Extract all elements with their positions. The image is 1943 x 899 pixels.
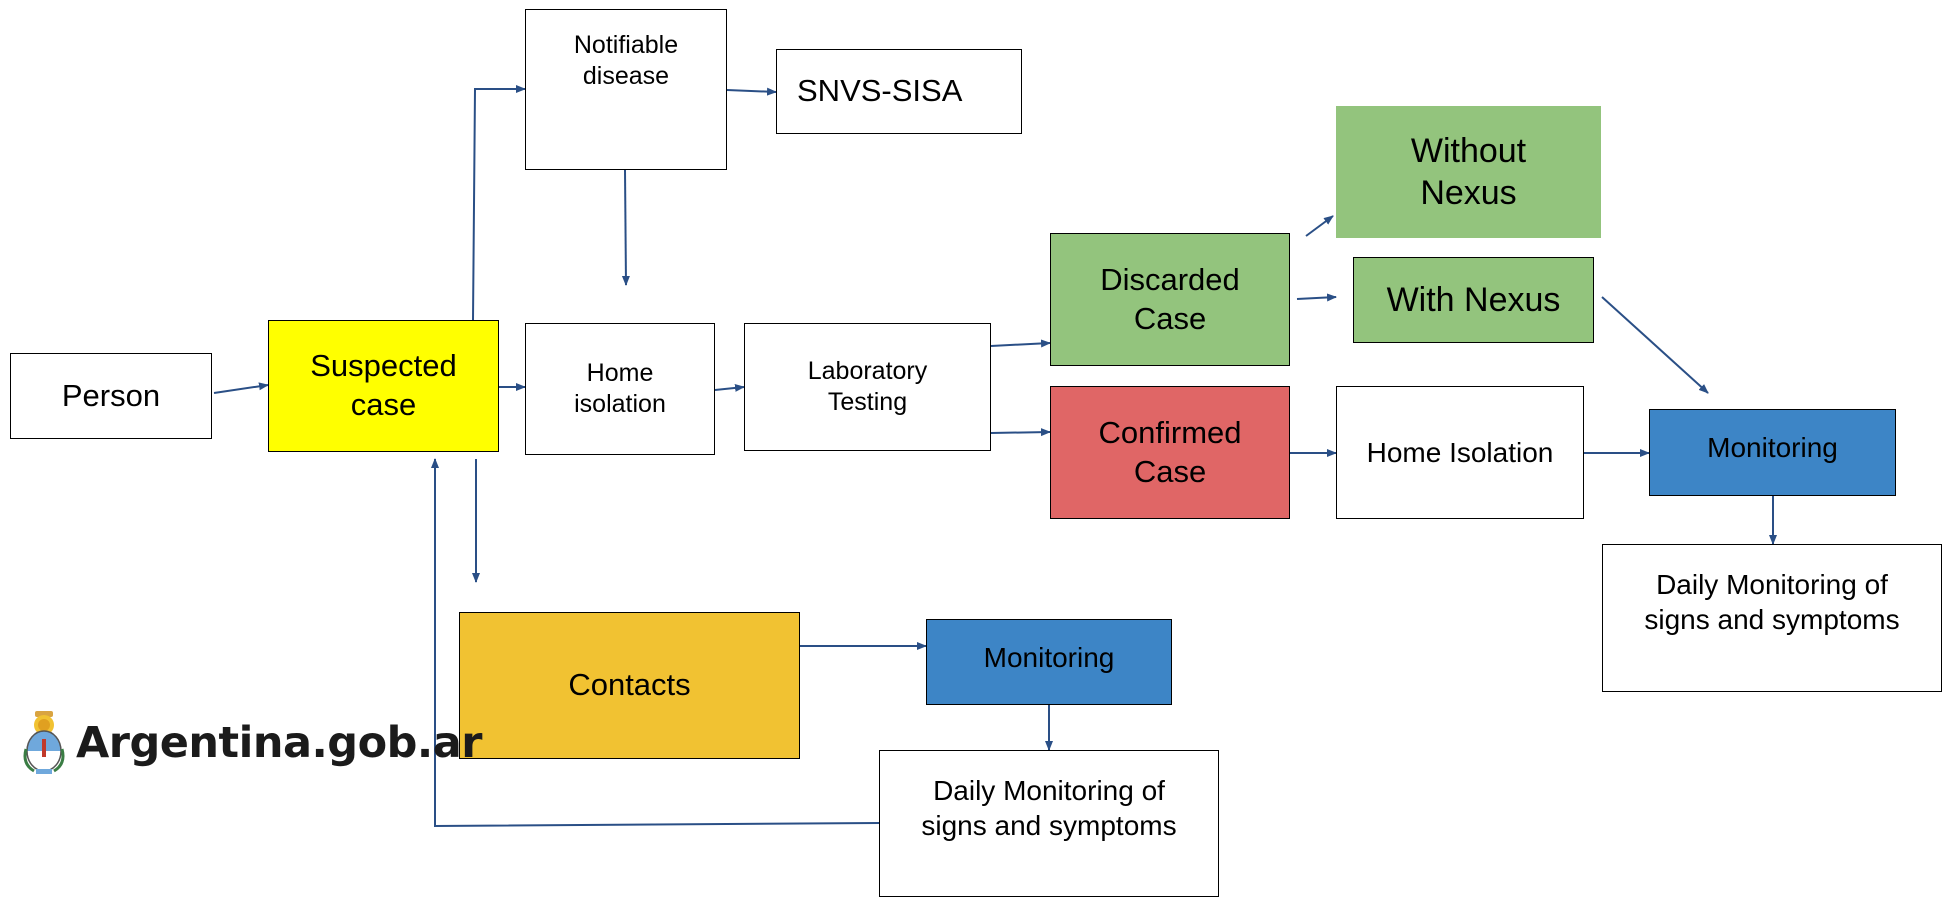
monitoring-contacts-node: Monitoring xyxy=(926,619,1172,705)
daily-monitoring-confirmed-label: Daily Monitoring of signs and symptoms xyxy=(1644,569,1900,635)
monitoring-contacts-label: Monitoring xyxy=(983,642,1115,673)
arrow-home-isolation-to-lab xyxy=(714,383,745,392)
without-nexus-node: Without Nexus xyxy=(1336,106,1601,238)
confirmed-case-label: Confirmed Case xyxy=(1098,414,1242,489)
home-isolation-label: Home isolation xyxy=(574,358,666,418)
confirmed-case-node: Confirmed Case xyxy=(1050,386,1290,519)
contacts-label: Contacts xyxy=(568,667,691,703)
argentina-coat-of-arms-icon xyxy=(23,711,65,774)
home-isolation-confirmed-node: Home Isolation xyxy=(1336,386,1584,519)
snvs-sisa-label: SNVS-SISA xyxy=(797,73,963,109)
arrow-daily-contacts-to-suspected xyxy=(431,458,880,828)
arrow-person-to-suspected xyxy=(213,382,269,394)
arrow-discarded-to-without-nexus xyxy=(1305,215,1334,237)
person-label: Person xyxy=(61,377,161,413)
without-nexus-label: Without Nexus xyxy=(1410,131,1527,213)
contacts-node: Contacts xyxy=(459,612,800,759)
daily-monitoring-confirmed-node: Daily Monitoring of signs and symptoms xyxy=(1602,544,1942,692)
with-nexus-node: With Nexus xyxy=(1353,257,1594,343)
arrow-notifiable-to-snvs xyxy=(726,87,777,96)
arrow-suspected-to-notifiable xyxy=(472,85,526,321)
suspected-case-node: Suspected case xyxy=(268,320,499,452)
argentina-logo: Argentina.gob.ar xyxy=(22,703,482,783)
person-node: Person xyxy=(10,353,212,439)
suspected-case-label: Suspected case xyxy=(310,348,457,422)
arrow-lab-to-discarded xyxy=(990,339,1051,348)
with-nexus-label: With Nexus xyxy=(1386,280,1561,319)
monitoring-confirmed-label: Monitoring xyxy=(1707,432,1838,463)
home-isolation-node: Home isolation xyxy=(525,323,715,455)
snvs-sisa-node: SNVS-SISA xyxy=(776,49,1022,134)
monitoring-confirmed-node: Monitoring xyxy=(1649,409,1896,496)
arrow-with-nexus-to-monitoring xyxy=(1601,296,1709,394)
arrow-discarded-to-with-nexus xyxy=(1296,293,1337,302)
argentina-logo-text: Argentina.gob.ar xyxy=(76,718,482,768)
arrow-notifiable-to-home-isolation xyxy=(621,169,630,286)
daily-monitoring-contacts-label: Daily Monitoring of signs and symptoms xyxy=(921,775,1177,841)
home-isolation-confirmed-label: Home Isolation xyxy=(1366,437,1554,468)
notifiable-disease-node: Notifiable disease xyxy=(525,9,727,170)
discarded-case-node: Discarded Case xyxy=(1050,233,1290,366)
discarded-case-label: Discarded Case xyxy=(1100,261,1240,336)
notifiable-disease-label: Notifiable disease xyxy=(573,31,679,91)
laboratory-testing-label: Laboratory Testing xyxy=(807,356,928,416)
daily-monitoring-contacts-node: Daily Monitoring of signs and symptoms xyxy=(879,750,1219,897)
arrow-lab-to-confirmed xyxy=(990,428,1051,437)
laboratory-testing-node: Laboratory Testing xyxy=(744,323,991,451)
